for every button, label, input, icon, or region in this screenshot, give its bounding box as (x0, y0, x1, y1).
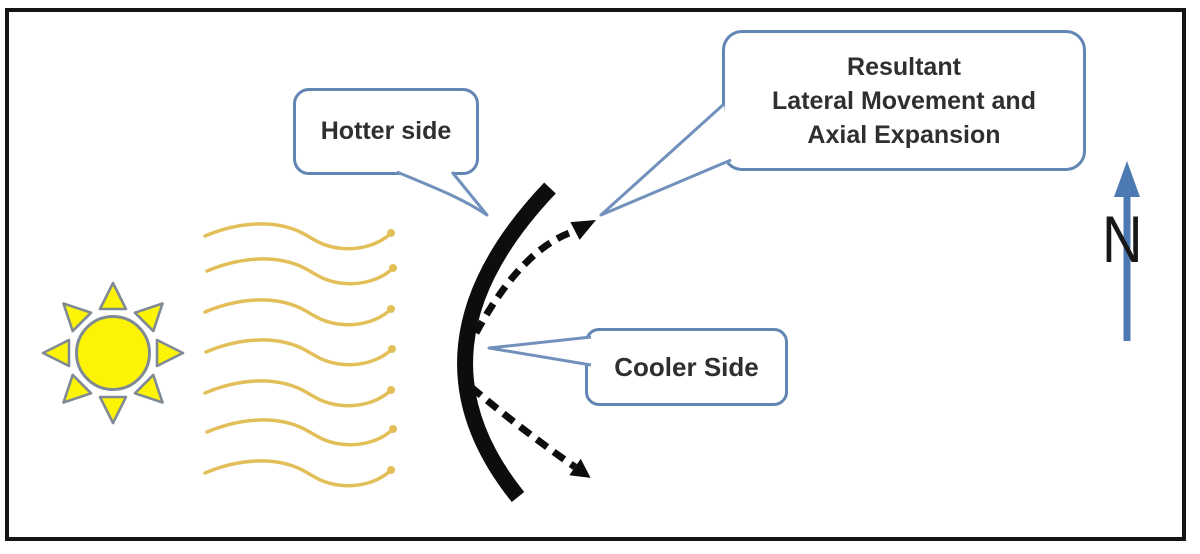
callout-hotter-side: Hotter side (293, 88, 479, 175)
callout-hotter-side-label: Hotter side (320, 117, 452, 145)
callout-resultant-text: Resultant Lateral Movement and Axial Exp… (772, 50, 1036, 152)
callout-resultant-line3: Axial Expansion (807, 120, 1001, 149)
callout-resultant-line2: Lateral Movement and (772, 86, 1036, 115)
callout-cooler-side: Cooler Side (585, 328, 788, 406)
north-label: N (1102, 202, 1143, 276)
callout-resultant-line1: Resultant (847, 52, 961, 81)
callout-cooler-side-label: Cooler Side (614, 351, 759, 382)
callout-resultant: Resultant Lateral Movement and Axial Exp… (722, 30, 1086, 171)
